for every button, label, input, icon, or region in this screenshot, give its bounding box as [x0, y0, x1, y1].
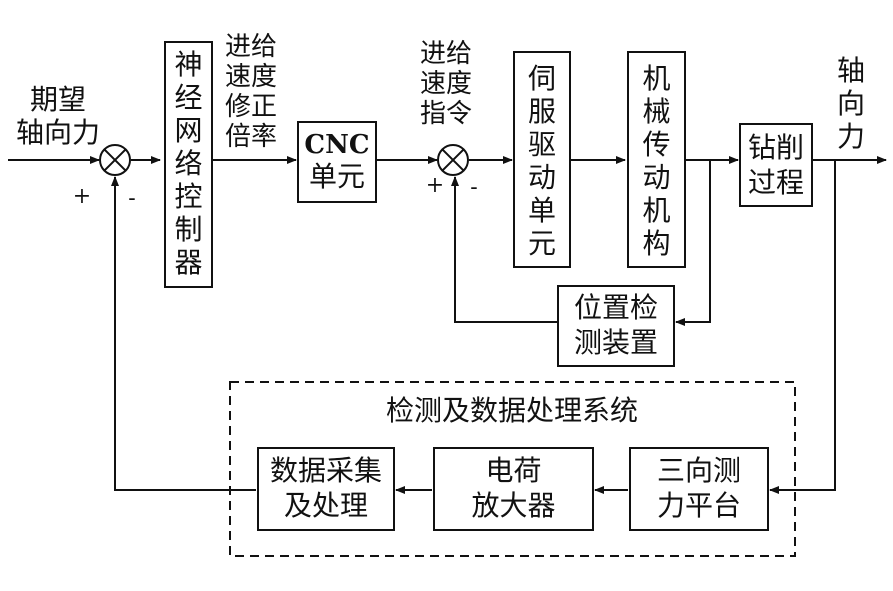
- drilling-label: 钻削 过程: [748, 131, 804, 199]
- output-label-char: 力: [837, 120, 865, 153]
- daq-block: [257, 447, 395, 531]
- sum1-minus-sign: -: [128, 186, 135, 211]
- dynamometer-label: 三向测 力平台: [657, 454, 741, 522]
- output-label-char: 轴: [837, 54, 865, 87]
- nn-controller-label: 神 经 网 络 控 制 器: [174, 48, 202, 279]
- drilling-block: [739, 123, 813, 207]
- sum2-plus-sign: +: [426, 173, 444, 198]
- output-label: 轴 向 力: [837, 54, 865, 153]
- wire-branch-dynamometer: [769, 160, 836, 494]
- daq-line: 及处理: [284, 489, 368, 522]
- position-block: [557, 285, 675, 367]
- nn-char: 控: [174, 180, 202, 213]
- servo-char: 单: [528, 194, 556, 227]
- nn-char: 络: [174, 147, 202, 180]
- servo-char: 元: [528, 227, 556, 260]
- daq-label: 数据采集 及处理: [270, 454, 382, 522]
- mech-char: 械: [642, 95, 670, 128]
- amplifier-block: [433, 447, 594, 531]
- feed-correction-label: 进给 速度 修正 倍率: [225, 32, 277, 152]
- mech-char: 机: [642, 194, 670, 227]
- input-label-line: 轴向力: [16, 116, 100, 149]
- sum2-minus-sign: -: [470, 175, 477, 200]
- amplifier-line: 电荷: [485, 454, 541, 487]
- summing-junction-2: [437, 144, 469, 176]
- subsystem-title: 检测及数据处理系统: [386, 394, 638, 427]
- dynamometer-block: [629, 447, 769, 531]
- position-line: 测装置: [574, 326, 658, 359]
- wire-main-feedback: [111, 176, 256, 491]
- wire-branch-position: [675, 160, 711, 326]
- input-label: 期望 轴向力: [16, 83, 100, 149]
- wire-position-feedback: [451, 176, 558, 323]
- cnc-label: CNC 单元: [304, 130, 369, 193]
- drilling-line: 钻削: [748, 131, 804, 164]
- summing-junction-1: [99, 144, 131, 176]
- input-label-line: 期望: [30, 83, 86, 116]
- daq-line: 数据采集: [270, 454, 382, 487]
- nn-char: 制: [174, 213, 202, 246]
- servo-char: 伺: [528, 62, 556, 95]
- feed-command-line: 速度: [420, 69, 472, 99]
- nn-controller-block: [164, 41, 213, 288]
- servo-label: 伺 服 驱 动 单 元: [528, 62, 556, 260]
- nn-char: 器: [174, 246, 202, 279]
- position-line: 位置检: [574, 291, 658, 324]
- servo-char: 动: [528, 161, 556, 194]
- cnc-block: [297, 121, 377, 203]
- nn-char: 神: [174, 48, 202, 81]
- feed-correction-line: 修正: [225, 92, 277, 122]
- mech-label: 机 械 传 动 机 构: [642, 62, 670, 260]
- amplifier-label: 电荷 放大器: [471, 454, 555, 522]
- feed-correction-line: 进给: [225, 32, 277, 62]
- output-label-char: 向: [837, 87, 865, 120]
- servo-block: [513, 51, 571, 268]
- sum1-plus-sign: +: [73, 184, 91, 209]
- feed-correction-line: 速度: [225, 62, 277, 92]
- servo-char: 服: [528, 95, 556, 128]
- position-label: 位置检 测装置: [574, 291, 658, 359]
- nn-char: 经: [174, 81, 202, 114]
- dynamometer-line: 三向测: [657, 454, 741, 487]
- dynamometer-line: 力平台: [657, 489, 741, 522]
- amplifier-line: 放大器: [471, 489, 555, 522]
- subsystem-boundary: [229, 381, 796, 557]
- cnc-line: 单元: [309, 160, 365, 193]
- mech-char: 传: [642, 128, 670, 161]
- feed-command-line: 进给: [420, 39, 472, 69]
- mech-char: 构: [642, 227, 670, 260]
- nn-char: 网: [174, 114, 202, 147]
- signal-wires: [8, 156, 887, 494]
- mech-char: 机: [642, 62, 670, 95]
- feed-command-line: 指令: [420, 99, 472, 129]
- drilling-line: 过程: [748, 166, 804, 199]
- servo-char: 驱: [528, 128, 556, 161]
- cnc-line: CNC: [304, 130, 369, 160]
- mech-block: [627, 51, 686, 268]
- mech-char: 动: [642, 161, 670, 194]
- feed-correction-line: 倍率: [225, 122, 277, 152]
- feed-command-label: 进给 速度 指令: [420, 39, 472, 129]
